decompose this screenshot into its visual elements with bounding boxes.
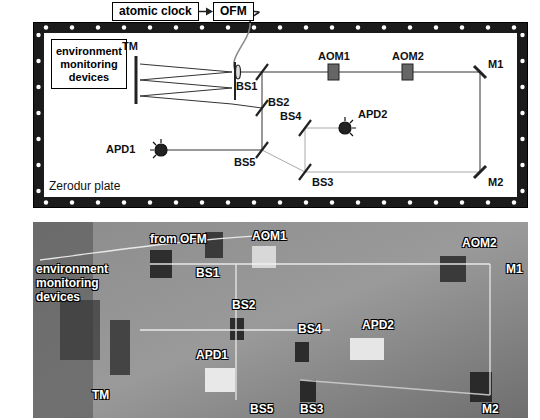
lens: [236, 65, 241, 79]
beam: [167, 150, 262, 151]
photo-label: APD2: [362, 318, 394, 332]
beam-splitter: [256, 142, 268, 158]
beam: [262, 150, 305, 172]
drawing-part: [205, 368, 235, 392]
part-label: BS4: [280, 110, 301, 123]
drawing-part: [155, 144, 167, 156]
aom: [402, 64, 413, 80]
beam: [305, 172, 480, 173]
node-text: OFM: [220, 4, 247, 19]
drawing-part: [150, 139, 161, 158]
photo-label: BS1: [196, 266, 219, 280]
node-text: atomic clock: [119, 4, 192, 19]
part-label: AOM1: [318, 50, 350, 63]
frame-holes: [33, 22, 528, 33]
photo-label: AOM1: [252, 229, 287, 243]
drawing-part: [300, 380, 316, 402]
photo-label: BS3: [300, 402, 323, 416]
drawing-part: [339, 122, 351, 134]
frame-holes: [517, 33, 528, 197]
mirror: [234, 62, 236, 100]
drawing-part: [33, 222, 528, 418]
beam: [140, 64, 262, 108]
arrowhead: [206, 8, 213, 16]
beam-splitter: [299, 120, 311, 136]
part-label: M1: [488, 58, 503, 71]
part-label: BS3: [312, 176, 333, 189]
beam: [480, 72, 481, 172]
frame-holes: [33, 197, 528, 208]
part-label: AOM2: [392, 50, 424, 63]
part-label: BS2: [268, 96, 289, 109]
drawing-part: [252, 246, 276, 268]
setup-photo: [33, 222, 528, 418]
drawing-part: [300, 380, 490, 395]
monitor-box: environment monitoring devices: [51, 39, 127, 89]
drawing-part: [295, 342, 309, 362]
photo-label: M1: [506, 262, 523, 276]
frame-holes: [33, 33, 44, 197]
node-text: Zerodur plate: [47, 179, 122, 193]
drawing-part: [205, 232, 223, 258]
connector-line: [199, 11, 207, 13]
part-label: M2: [488, 176, 503, 189]
plate-surface: [44, 33, 517, 197]
aom: [328, 64, 339, 80]
fiber: [234, 22, 250, 72]
part-label: BS1: [236, 80, 257, 93]
drawing-part: [40, 235, 490, 400]
part-label: APD2: [358, 108, 387, 121]
drawing-part: [140, 329, 236, 330]
drawing-part: [110, 320, 130, 375]
photodiode: [150, 139, 167, 158]
beam-splitter: [256, 64, 268, 80]
photo-label: BS4: [298, 322, 321, 336]
drawing-part: [60, 300, 100, 360]
drawing-part: [350, 338, 384, 360]
plate-frame: [33, 22, 528, 208]
drawing-part: [230, 318, 244, 340]
photo-label: from OFM: [150, 232, 207, 246]
connector: [199, 8, 213, 16]
beam-paths: [140, 22, 480, 172]
photo-label: TM: [92, 388, 109, 402]
photo-label: environment monitoring devices: [36, 262, 118, 304]
photodiode: [339, 117, 356, 136]
node-text: environment monitoring devices: [54, 45, 124, 84]
beam-splitter: [299, 164, 311, 180]
beam: [305, 128, 306, 172]
mirror: [135, 56, 138, 104]
photo-label: BS2: [232, 298, 255, 312]
beam: [241, 72, 480, 73]
mirror: [474, 66, 486, 78]
drawing-part: [470, 372, 492, 402]
part-label: APD1: [106, 143, 135, 156]
drawing-part: [150, 263, 490, 264]
photo-label: AOM2: [462, 236, 497, 250]
source-box: atomic clock: [112, 2, 199, 21]
drawing-part: [345, 117, 356, 136]
photo-label: M2: [482, 402, 499, 416]
photo-label: BS5: [250, 402, 273, 416]
source-box: OFM: [213, 2, 254, 21]
drawing-part: [235, 264, 236, 400]
part-label: BS5: [234, 156, 255, 169]
beam: [262, 72, 263, 150]
drawing-part: [489, 264, 490, 395]
beam-splitter: [256, 100, 268, 116]
photo-label: APD1: [196, 348, 228, 362]
part-label: TM: [122, 40, 138, 53]
drawing-part: [440, 256, 466, 282]
mirror: [474, 166, 486, 178]
beam: [305, 128, 339, 129]
optics: [136, 56, 486, 180]
